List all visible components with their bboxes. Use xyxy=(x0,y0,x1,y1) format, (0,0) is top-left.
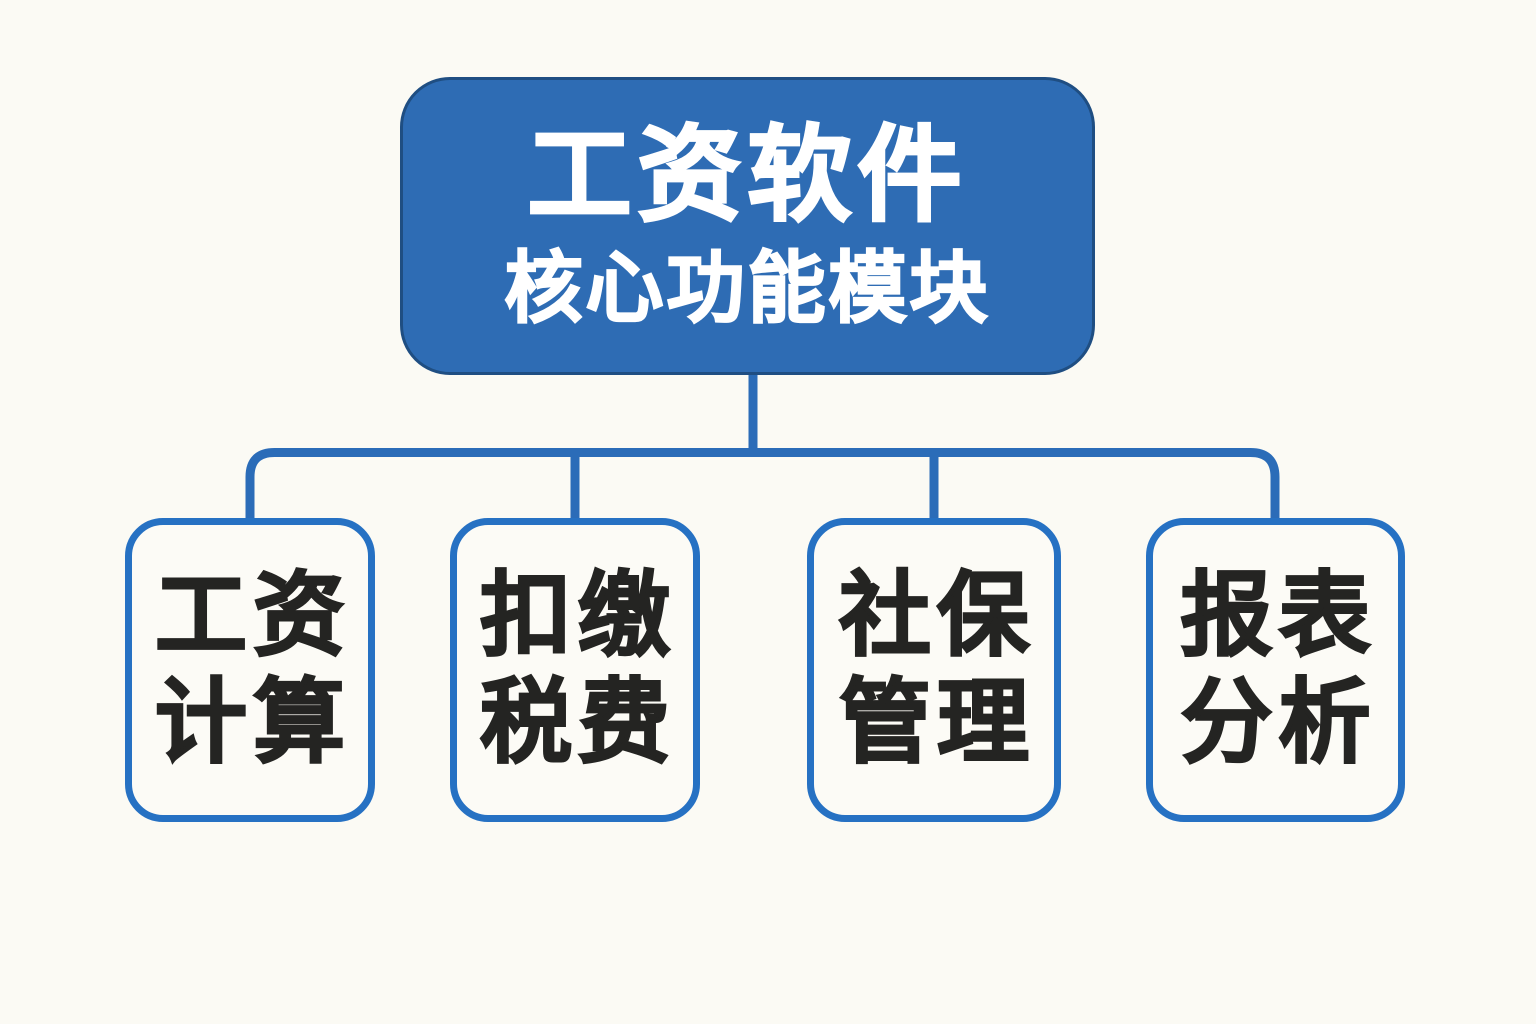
root-node-payroll-software: 工资软件 核心功能模块 xyxy=(400,77,1095,375)
child-node-report-analysis: 报表 分析 xyxy=(1146,518,1405,822)
child-node-label-line2: 管理 xyxy=(838,671,1035,775)
child-node-label-line2: 税费 xyxy=(479,671,676,775)
root-node-subtitle: 核心功能模块 xyxy=(504,243,991,332)
child-node-salary-calculation: 工资 计算 xyxy=(125,518,375,822)
child-node-tax-withholding: 扣缴 税费 xyxy=(450,518,700,822)
child-node-social-insurance: 社保 管理 xyxy=(807,518,1061,822)
child-node-label-line1: 报表 xyxy=(1179,564,1377,668)
child-node-label-line1: 工资 xyxy=(154,564,351,668)
child-node-label-line2: 分析 xyxy=(1179,671,1377,775)
child-node-label-line2: 计算 xyxy=(154,671,351,775)
child-node-label-line1: 扣缴 xyxy=(479,564,676,668)
child-node-label-line1: 社保 xyxy=(838,564,1035,668)
root-node-title: 工资软件 xyxy=(526,118,968,235)
connector-bus xyxy=(245,448,1280,520)
